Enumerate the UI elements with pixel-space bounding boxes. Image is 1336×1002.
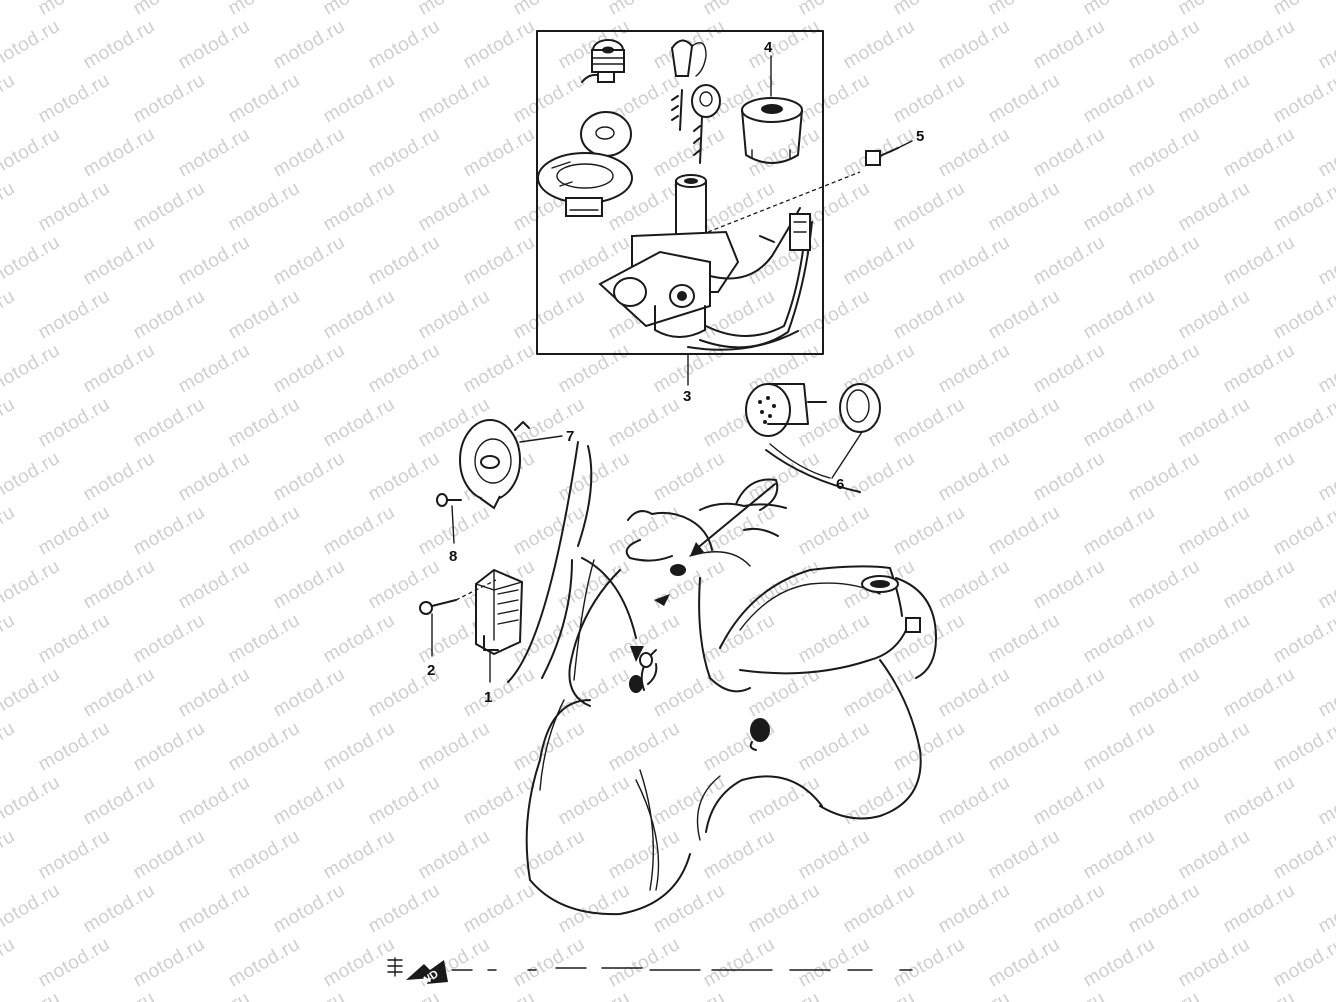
horn-part [436, 419, 530, 510]
callout-4: 4 [764, 39, 773, 56]
regulator-part [419, 568, 524, 656]
callout-8: 8 [449, 548, 457, 565]
callout-2: 2 [427, 662, 435, 679]
seat-lock-part [537, 111, 633, 217]
callout-line-8 [451, 505, 455, 544]
kit-frame [536, 30, 824, 355]
bolt-part [865, 140, 913, 166]
forward-arrow-icon [406, 960, 448, 984]
cover-part [741, 55, 803, 164]
leader-lines [507, 441, 776, 683]
callout-6: 6 [836, 476, 844, 493]
callouts: 3 4 5 7 8 2 1 6 [427, 39, 924, 706]
callout-3: 3 [683, 388, 691, 405]
callout-1: 1 [484, 689, 492, 706]
callout-7: 7 [566, 428, 574, 445]
lock-cylinder-part [581, 39, 625, 83]
scooter-outline [525, 478, 937, 916]
keys-part [670, 39, 721, 164]
forward-marker: FWD [387, 957, 913, 992]
callout-line-7 [519, 435, 563, 443]
callout-5: 5 [916, 128, 924, 145]
sensor-pair-part [745, 383, 881, 493]
main-switch-kit-group [536, 30, 913, 355]
main-switch-body [598, 174, 813, 351]
